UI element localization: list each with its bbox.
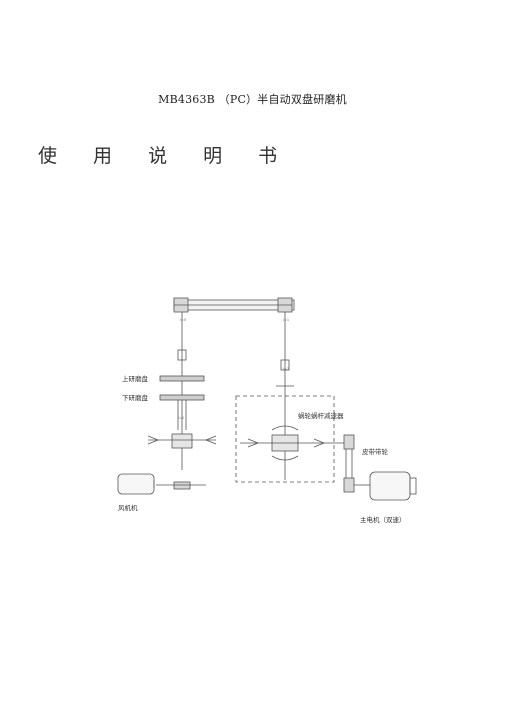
svg-text:i=2: i=2 xyxy=(178,416,184,420)
label-pulley: 皮带带轮 xyxy=(362,447,389,456)
main-motor-body xyxy=(369,471,411,501)
left-coupling xyxy=(177,349,187,361)
fan-coupling xyxy=(173,481,191,490)
upper-disc xyxy=(159,375,205,382)
label-main-motor: 主电机（双速） xyxy=(360,515,406,524)
lower-disc xyxy=(159,394,205,401)
worm-reducer-box xyxy=(235,395,335,483)
svg-text:i=5: i=5 xyxy=(180,318,186,322)
document-heading: 使 用 说 明 书 xyxy=(38,145,293,167)
label-upper-disc: 上研磨盘 xyxy=(122,374,149,383)
label-worm-reducer: 蜗轮蜗杆减速器 xyxy=(298,411,344,420)
fan-motor-body xyxy=(117,473,155,495)
svg-text:i=1: i=1 xyxy=(283,318,289,322)
belt-pulley-top xyxy=(343,434,355,450)
document-title: MB4363B （PC）半自动双盘研磨机 xyxy=(158,93,347,106)
label-fan-motor: 风机机 xyxy=(118,503,138,512)
label-lower-disc: 下研磨盘 xyxy=(122,393,149,402)
transmission-diagram: i=5 i=1 i=2 i=3 上研磨盘 下研磨盘 蜗轮蜗杆减速器 皮带带轮 风… xyxy=(117,297,417,524)
left-gearbox xyxy=(171,433,193,449)
svg-text:i=3: i=3 xyxy=(283,367,289,371)
belt-pulley-bottom xyxy=(343,477,355,493)
